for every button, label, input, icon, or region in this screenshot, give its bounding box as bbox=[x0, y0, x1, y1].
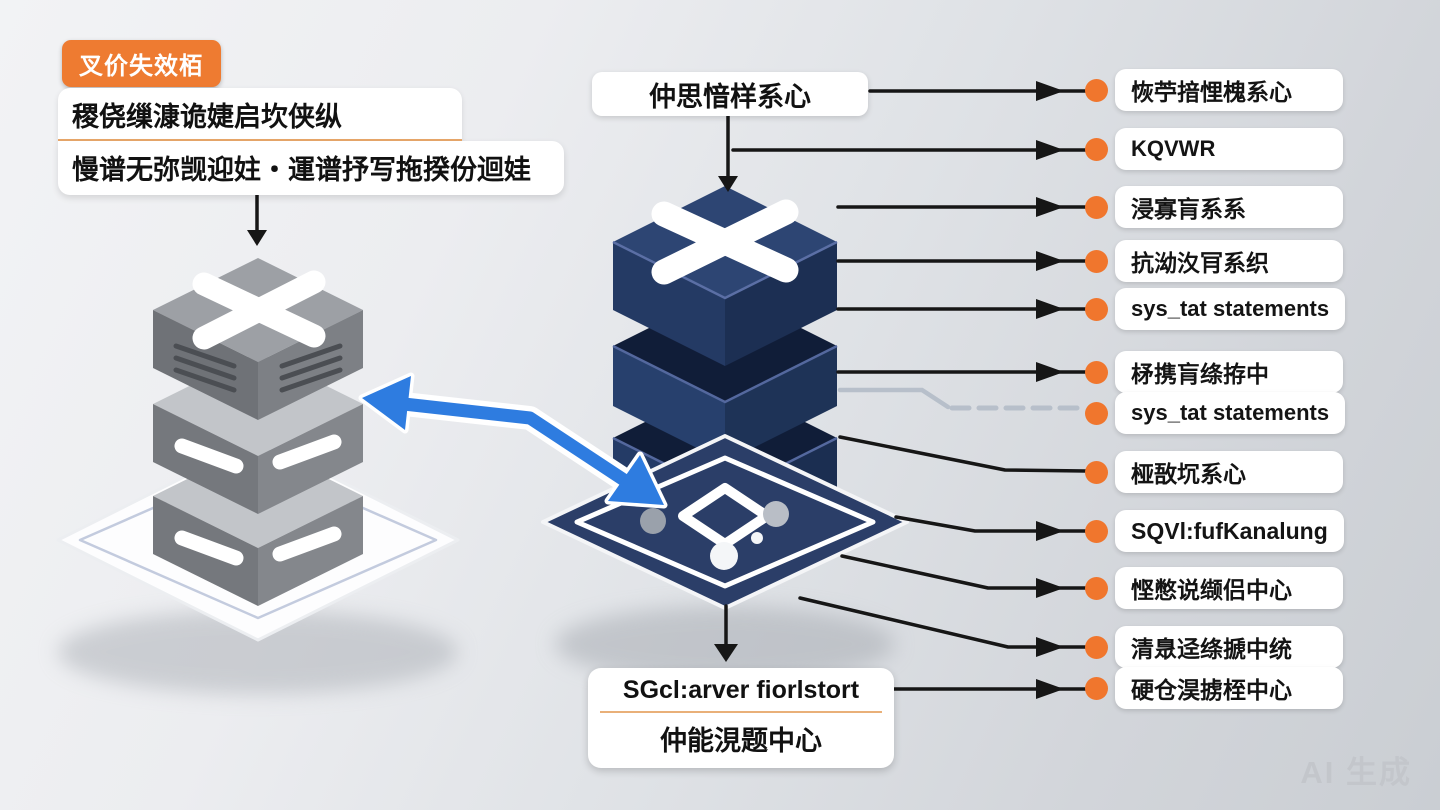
list-item: sys_tat statements bbox=[1085, 288, 1346, 330]
dashed-connector bbox=[837, 387, 1087, 411]
bullet-dot bbox=[1085, 360, 1108, 384]
left-platform-shadow bbox=[58, 610, 458, 694]
list-item: 硬仓淏掳桎中心 bbox=[1085, 667, 1343, 709]
list-item-label: SQVl:fufKanalung bbox=[1115, 510, 1344, 552]
bottom-label-box: SGcl:arver fiorlstort 仲能涀题中心 bbox=[588, 668, 894, 768]
bottom-label-line1: SGcl:arver fiorlstort bbox=[600, 676, 882, 713]
list-item-label: 清臮迳绦搋中统 bbox=[1115, 626, 1343, 668]
list-item: 浸寡肓系系 bbox=[1085, 186, 1343, 228]
bullet-dot bbox=[1085, 576, 1108, 600]
bullet-dot bbox=[1085, 635, 1108, 659]
list-item: SQVl:fufKanalung bbox=[1085, 510, 1344, 552]
list-item-label: 恢苧揞悝槐系心 bbox=[1115, 69, 1343, 111]
note-line1: 稷侥缫漮诡婕启坎侠纵 bbox=[58, 88, 462, 141]
list-item-label: 浸寡肓系系 bbox=[1115, 186, 1343, 228]
list-item-label: 抗泑汷肎系织 bbox=[1115, 240, 1343, 282]
bullet-dot bbox=[1085, 78, 1108, 102]
x-icon bbox=[651, 199, 799, 285]
list-item-label: sys_tat statements bbox=[1115, 288, 1346, 330]
bullet-dot bbox=[1085, 519, 1108, 543]
list-item-label: 悭憋说缬侣中心 bbox=[1115, 567, 1343, 609]
list-item: 清臮迳绦搋中统 bbox=[1085, 626, 1343, 668]
center-stack-label: 仲思愔样系心 bbox=[592, 72, 868, 116]
ai-generated-watermark: AI 生成 bbox=[1300, 755, 1412, 790]
list-item: sys_tat statements bbox=[1085, 392, 1346, 434]
list-item: 悭憋说缬侣中心 bbox=[1085, 567, 1343, 609]
list-item: 抗泑汷肎系织 bbox=[1085, 240, 1343, 282]
list-item: 桠敔坈系心 bbox=[1085, 451, 1343, 493]
list-item-label: KQVWR bbox=[1115, 128, 1343, 170]
bullet-dot bbox=[1085, 249, 1108, 273]
list-item: 恢苧揞悝槐系心 bbox=[1085, 69, 1343, 111]
connector-arrowheads bbox=[1036, 81, 1064, 699]
list-item-label: 硬仓淏掳桎中心 bbox=[1115, 667, 1343, 709]
note-box: 稷侥缫漮诡婕启坎侠纵 慢谱无弥觊迎妵・運谱抒写拖揆份迴娃 bbox=[58, 88, 564, 195]
list-item-label: 桠敔坈系心 bbox=[1115, 451, 1343, 493]
bullet-dot bbox=[1085, 297, 1108, 321]
bullet-dot bbox=[1085, 676, 1108, 700]
vent-lines bbox=[173, 343, 343, 393]
list-item-label: 柕携肓绦拵中 bbox=[1115, 351, 1343, 393]
list-item: 柕携肓绦拵中 bbox=[1085, 351, 1343, 393]
diamond-icon bbox=[640, 483, 789, 570]
bullet-dot bbox=[1085, 195, 1108, 219]
failure-badge: 叉价失效栢 bbox=[62, 40, 221, 87]
x-icon bbox=[192, 270, 326, 350]
list-item-label: sys_tat statements bbox=[1115, 392, 1346, 434]
list-item: KQVWR bbox=[1085, 128, 1343, 170]
bottom-label-line2: 仲能涀题中心 bbox=[660, 726, 822, 756]
note-line2: 慢谱无弥觊迎妵・運谱抒写拖揆份迴娃 bbox=[58, 141, 564, 195]
bullet-dot bbox=[1085, 137, 1108, 161]
double-arrow-icon bbox=[358, 372, 668, 509]
gray-server-stack bbox=[153, 258, 363, 606]
bullet-dot bbox=[1085, 460, 1108, 484]
bullet-dot bbox=[1085, 401, 1108, 425]
